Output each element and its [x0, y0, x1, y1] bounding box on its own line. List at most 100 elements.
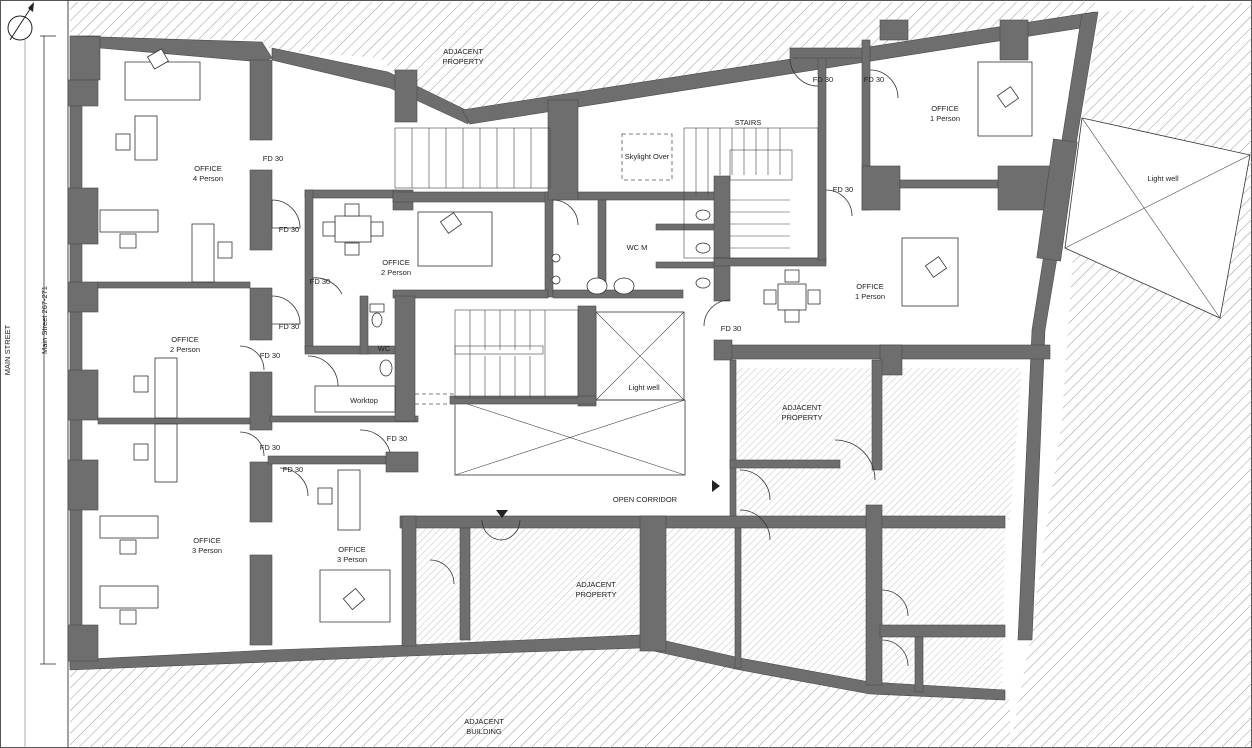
stair-treads-upper: [411, 128, 532, 188]
partition: [97, 281, 251, 289]
partition: [879, 19, 909, 41]
partition: [449, 395, 597, 405]
hatch-top: [70, 2, 1095, 110]
pier: [67, 459, 99, 511]
toilet-icon: [369, 209, 711, 328]
partition: [1036, 138, 1078, 262]
pier: [67, 187, 99, 245]
fd30-label: FD 30: [279, 322, 299, 331]
partition: [399, 515, 1006, 529]
fd30-label: FD 30: [833, 185, 853, 194]
stairwell: [683, 127, 819, 259]
partition: [871, 359, 883, 471]
pier: [67, 624, 99, 662]
light-well-cross: [595, 311, 685, 401]
light-well-right-cross: [1081, 117, 1221, 319]
partition: [865, 504, 883, 686]
adjacent-property-mid-label: ADJACENT: [782, 403, 822, 412]
adjacent-property-top-label: ADJACENT: [443, 47, 483, 56]
office-3-person-center-label: OFFICE: [338, 545, 366, 554]
adjacent-building-label: ADJACENT: [464, 717, 504, 726]
light-well-lower-cross: [454, 399, 686, 476]
office-1-person-top-label: 1 Person: [930, 114, 960, 123]
pier: [67, 281, 99, 313]
partition: [401, 515, 417, 647]
partition: [249, 461, 273, 523]
partition: [914, 636, 924, 693]
partition: [577, 305, 597, 407]
office-3-person-left-label: 3 Person: [192, 546, 222, 555]
hatch-right: [1010, 2, 1252, 748]
light-well-right-label: Light well: [1147, 174, 1179, 183]
office-2-person-center-label: 2 Person: [381, 268, 411, 277]
fd30-label: FD 30: [813, 75, 833, 84]
office-1-person-right-label: 1 Person: [855, 292, 885, 301]
partition: [789, 47, 871, 59]
corridor-arrow: [496, 510, 508, 518]
corridor-arrow: [712, 480, 720, 492]
partition: [729, 459, 841, 469]
stairs-label: STAIRS: [735, 118, 762, 127]
outer-wall-east: [1017, 11, 1099, 641]
hatch-bottom: [70, 640, 1010, 748]
partition: [713, 257, 827, 267]
partition: [734, 527, 742, 669]
partition: [97, 417, 251, 425]
partition: [861, 165, 901, 211]
office-2-person-left-label: 2 Person: [170, 345, 200, 354]
pier: [67, 79, 99, 107]
skylight-outline: [621, 133, 673, 181]
pier: [67, 369, 99, 421]
main-street-number-label: Main Street 267-271: [40, 286, 49, 354]
fd30-label: FD 30: [310, 277, 330, 286]
partition: [729, 359, 737, 521]
partition: [392, 191, 554, 203]
fd30-label: FD 30: [387, 434, 407, 443]
partition: [879, 624, 1006, 638]
partition: [655, 223, 717, 231]
partition: [249, 169, 273, 251]
light-well-right-cross: [1064, 154, 1251, 249]
partition: [304, 189, 398, 199]
hatch-adjacent-lower-left: [415, 528, 645, 645]
door-swings: [239, 57, 909, 667]
partition: [655, 261, 717, 269]
stair-treads-lower: [454, 310, 546, 398]
sink-icon: [379, 253, 635, 377]
fd30-label: FD 30: [260, 443, 280, 452]
partition: [267, 455, 387, 465]
office-1-person-right-label: OFFICE: [856, 282, 884, 291]
main-street-label: MAIN STREET: [3, 324, 12, 375]
partition: [547, 99, 579, 201]
fd30-label: FD 30: [721, 324, 741, 333]
partition: [249, 554, 273, 646]
stairwell: [394, 127, 551, 189]
wc-label: WC: [378, 344, 391, 353]
partition: [817, 54, 827, 261]
office-3-person-center-label: 3 Person: [337, 555, 367, 564]
office-4-person-label: OFFICE: [194, 164, 222, 173]
office-4-person-label: 4 Person: [193, 174, 223, 183]
furniture: [99, 61, 1033, 623]
stair-treads-right: [695, 128, 793, 249]
office-2-person-left-label: OFFICE: [171, 335, 199, 344]
chair-icon: [115, 48, 1020, 625]
partition: [879, 344, 903, 376]
partition: [394, 295, 416, 422]
partition: [249, 287, 273, 341]
office-2-person-center-label: OFFICE: [382, 258, 410, 267]
light-well-center-label: Light well: [628, 383, 660, 392]
partition: [999, 19, 1029, 61]
fd30-label: FD 30: [260, 351, 280, 360]
fd30-label: FD 30: [864, 75, 884, 84]
adjacent-building-label: BUILDING: [466, 727, 502, 736]
fd30-label: FD 30: [283, 465, 303, 474]
partition: [713, 175, 731, 302]
partition: [899, 179, 999, 189]
partition: [269, 415, 419, 423]
partition: [713, 339, 733, 361]
partition: [249, 371, 273, 431]
adjacent-property-mid-label: PROPERTY: [781, 413, 822, 422]
adjacent-property-bottom-label: PROPERTY: [575, 590, 616, 599]
